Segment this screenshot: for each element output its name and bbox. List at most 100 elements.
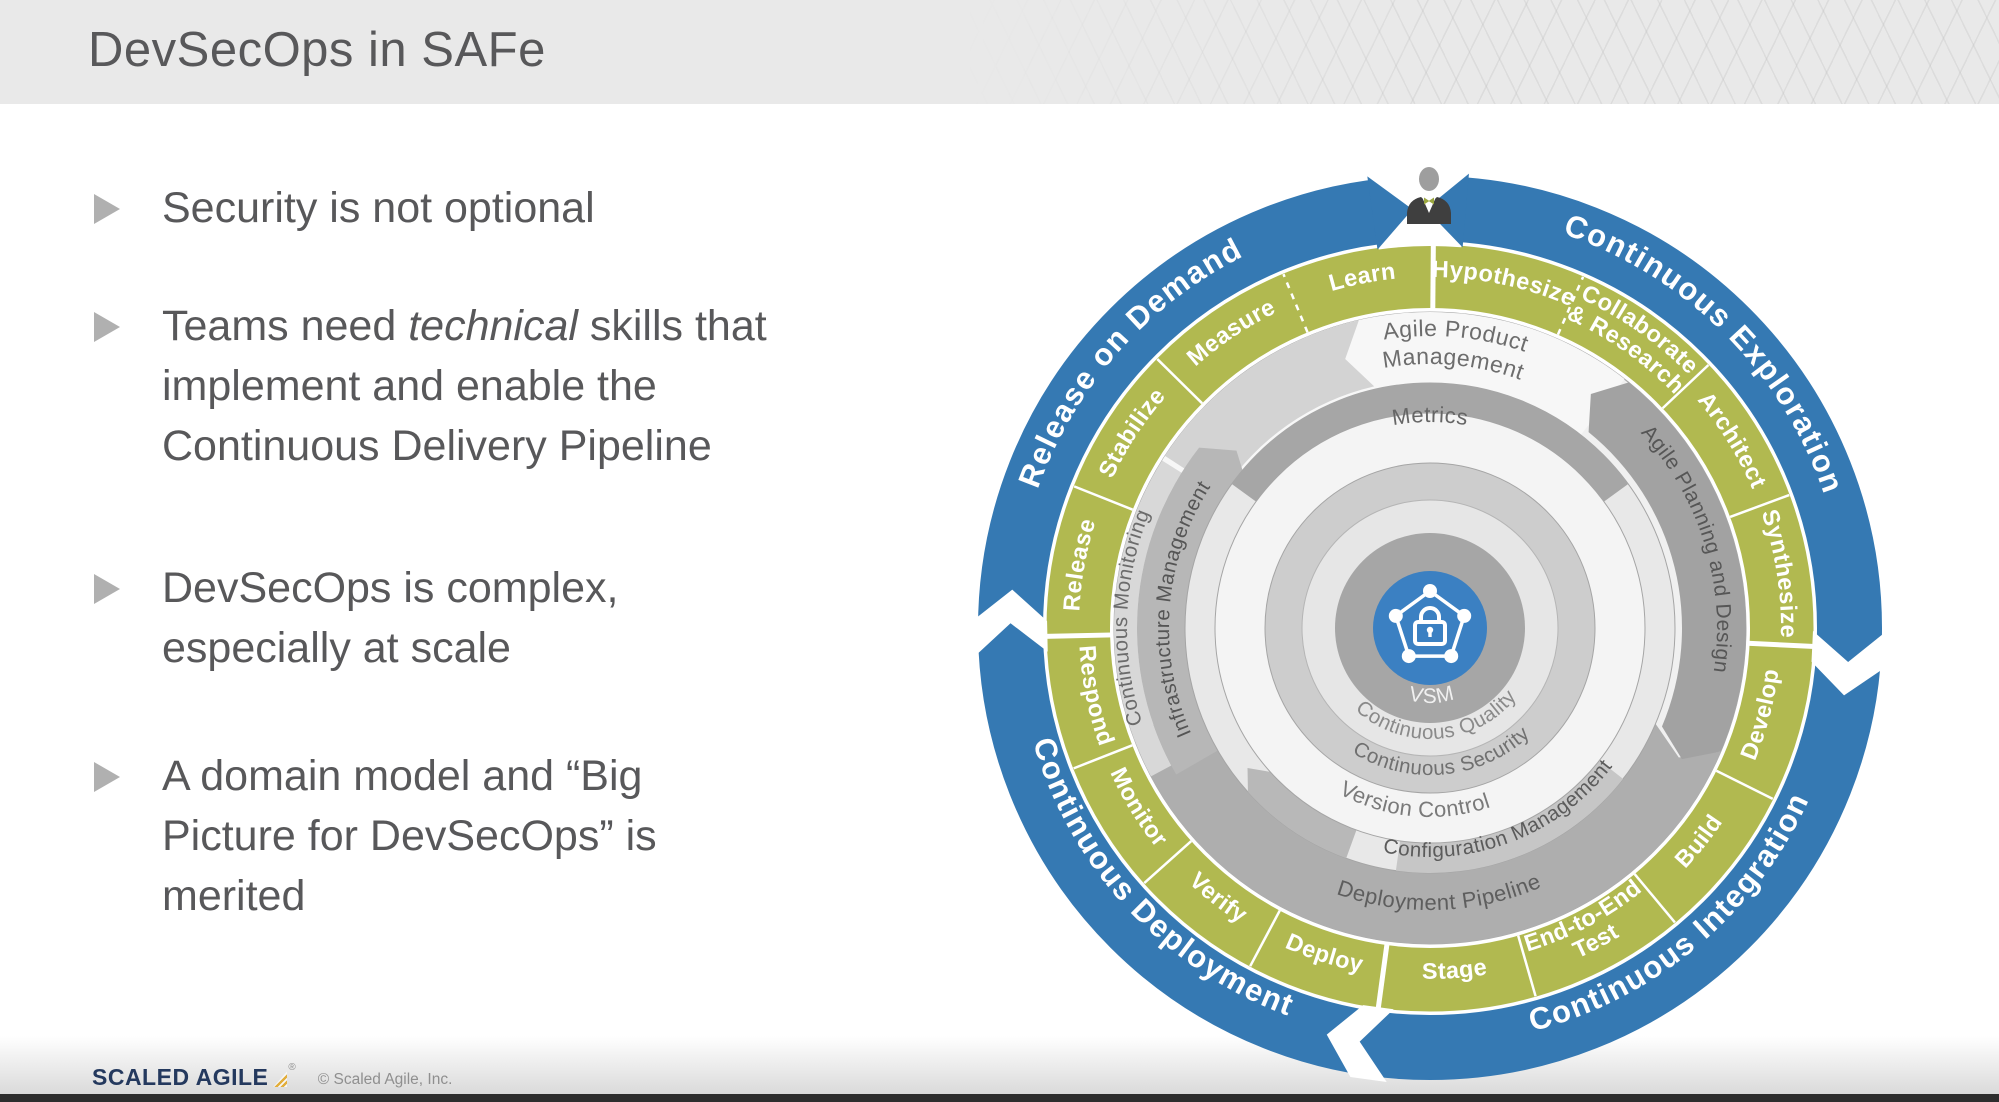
wheel-ring [1264, 462, 1596, 794]
wheel-band [1247, 768, 1357, 859]
bullet-text-line: Continuous Delivery Pipeline [162, 422, 712, 470]
wheel-label: Synthesize [1757, 506, 1802, 638]
wheel-band [1136, 447, 1248, 775]
wheel-label: Continuous Integration [1525, 787, 1816, 1038]
segment-divider [1156, 358, 1204, 405]
segment-divider [1045, 632, 1113, 639]
wheel-label: & Research [1564, 299, 1690, 398]
wheel-ring [1335, 533, 1525, 723]
wheel-band [1231, 383, 1629, 520]
triangle-bullet-icon [94, 194, 120, 224]
triangle-bullet-icon [94, 574, 120, 604]
triangle-bullet-icon [94, 312, 120, 342]
customer-person-icon [1407, 167, 1451, 224]
copyright-text: © Scaled Agile, Inc. [317, 1071, 453, 1088]
wheel-ring [978, 176, 1882, 1080]
segment-divider [1715, 769, 1774, 801]
slide-bottom-edge [0, 1094, 1999, 1102]
segment-divider [1073, 485, 1134, 511]
slide-header-band [0, 0, 1999, 104]
wheel-label: Stage [1422, 953, 1489, 984]
wheel-label: Continuous Monitoring [1109, 506, 1155, 729]
bullet-text-line: merited [162, 872, 306, 920]
cycle-arrow-gap [974, 589, 1048, 657]
wheel-label: Continuous Exploration [1560, 207, 1851, 498]
bullet-item: Teams need technical skills that implemen… [92, 296, 912, 476]
segment-divider [1633, 873, 1676, 924]
wheel-label: Configuration Management [1382, 755, 1617, 862]
wheel-ring [1043, 241, 1817, 1015]
segment-divider [1282, 273, 1309, 333]
wheel-label: Version Control [1336, 776, 1493, 822]
wheel-label: Agile Product [1381, 315, 1532, 357]
wheel-label: Release on Demand [1011, 231, 1248, 492]
wheel-label: Collaborate [1578, 279, 1705, 379]
wheel-label: Develop [1735, 667, 1783, 763]
wheel-label: Metrics [1390, 402, 1470, 430]
segment-divider [1143, 840, 1193, 884]
registered-mark: ® [288, 1062, 296, 1073]
bullet-text-line: especially at scale [162, 624, 511, 672]
wheel-band [1162, 311, 1625, 499]
wheel-label: Agile Planning and Design [1637, 421, 1735, 675]
wheel-label: Hypothesize [1432, 256, 1580, 311]
wheel-label: Stabilize [1093, 383, 1170, 482]
wheel-label: Learn [1326, 258, 1397, 296]
segment-divider [1249, 909, 1281, 967]
wheel-label: Deployment Pipeline [1334, 868, 1544, 915]
footer: SCALED AGILE ® © Scaled Agile, Inc. [92, 1060, 452, 1094]
wheel-label: Respond [1074, 644, 1119, 749]
wheel-label: Architect [1693, 387, 1772, 492]
bullet-item: DevSecOps is complex, especially at scale [92, 558, 912, 678]
wheel-band [1395, 760, 1624, 873]
header-mesh-decoration [959, 0, 1999, 104]
wheel-label: Verify [1185, 867, 1253, 928]
bullet-text-line: Security is not optional [162, 184, 595, 232]
page-title: DevSecOps in SAFe [88, 23, 546, 77]
wheel-ring [1045, 243, 1815, 1013]
segment-divider [1747, 640, 1815, 649]
segment-divider [1661, 364, 1710, 410]
wheel-ring [1184, 382, 1676, 874]
segment-divider [1430, 242, 1436, 311]
bullet-text-line: DevSecOps is complex, [162, 564, 619, 612]
wheel-band [1137, 712, 1721, 945]
wheel-label: Measure [1182, 293, 1280, 370]
bullet-text-line: A domain model and “Big [162, 752, 643, 800]
wheel-label: Management [1381, 343, 1528, 385]
wheel-band [1588, 382, 1746, 760]
wheel-label: Infrastructure Management [1151, 477, 1215, 741]
wheel-label: Continuous Quality [1352, 685, 1521, 744]
wheel-label: End-to-End [1521, 874, 1646, 957]
wheel-ring [1110, 308, 1750, 948]
bullet-text-line: Picture for DevSecOps” is [162, 812, 657, 860]
segment-divider [1556, 276, 1585, 336]
wheel-band [1114, 460, 1182, 777]
bullet-text-line: implement and enable the [162, 362, 657, 410]
wheel-ring [1113, 311, 1747, 945]
segment-divider [1073, 744, 1133, 770]
wheel-label: Build [1670, 809, 1728, 872]
cycle-arrow-tip [1367, 176, 1413, 250]
wheel-label: Test [1569, 918, 1623, 963]
segment-divider [1517, 935, 1537, 997]
wheel-band [1368, 171, 1468, 250]
wheel-label: Monitor [1105, 763, 1173, 851]
wheel-ring [1373, 571, 1487, 685]
wheel-ring [1301, 499, 1559, 757]
cycle-arrow-tip [1425, 173, 1469, 248]
wheel-label: Release [1058, 515, 1100, 612]
segment-divider [1729, 493, 1790, 519]
wheel-label: Continuous Deployment [1026, 733, 1299, 1023]
wheel-label: VSM [1407, 681, 1457, 708]
cycle-arrow-gap [1811, 631, 1886, 696]
bullet-text-line: Teams need technical skills that [162, 302, 767, 350]
scaled-agile-logo: SCALED AGILE [92, 1063, 269, 1090]
triangle-bullet-icon [94, 762, 120, 792]
wheel-label: Continuous Security [1349, 722, 1534, 780]
wheel-band [1164, 320, 1375, 493]
